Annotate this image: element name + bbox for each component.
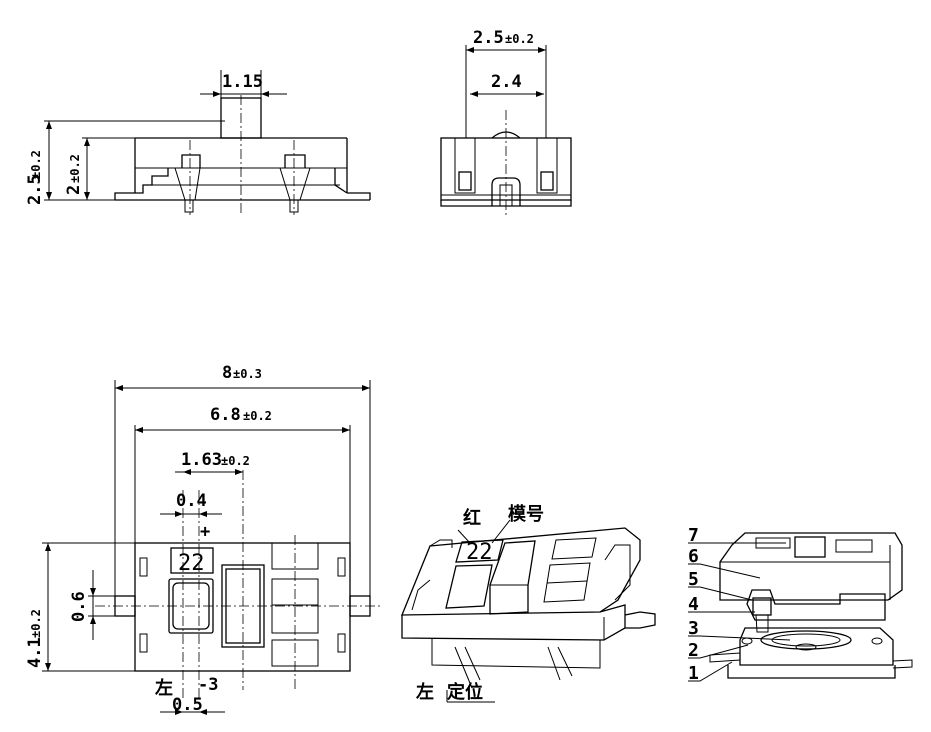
exploded-cover	[719, 532, 903, 601]
dim-side-width-inner: 2.4	[491, 72, 522, 92]
dim-side-width-outer: 2.5	[473, 28, 504, 48]
dim-top-depth: 4.1	[25, 637, 45, 668]
part-6: 6	[688, 546, 699, 567]
front-left-step	[114, 168, 169, 200]
dim-top-length-body-tol: ±0.2	[243, 409, 272, 423]
top-left-label: 左	[155, 677, 173, 699]
iso-front-face	[401, 604, 626, 641]
exploded-slider	[794, 536, 826, 558]
iso-left-label: 左	[416, 681, 434, 703]
front-view: 1.15 2.5 ±0.2 2 ±0.2	[25, 70, 371, 215]
dim-top-length-total-tol: ±0.3	[233, 367, 262, 381]
top-minus-label: -3	[198, 675, 218, 695]
dim-top-pin-width: 0.5	[172, 695, 203, 715]
dim-side-width-outer-tol: ±0.2	[505, 32, 534, 46]
dim-front-height-total-tol: ±0.2	[29, 150, 43, 179]
iso-locator-label: 定位	[447, 681, 483, 703]
top-model-mark-box	[170, 547, 214, 574]
part-2: 2	[688, 640, 699, 661]
dim-top-terminal-width: 0.6	[69, 591, 89, 622]
part-7: 7	[688, 525, 699, 546]
part-5: 5	[688, 569, 699, 590]
side-view: 2.5 ±0.2 2.4	[440, 28, 572, 215]
dim-front-height-body-tol: ±0.2	[68, 154, 82, 183]
exploded-base	[739, 627, 894, 666]
dim-top-actuator-offset: 1.63	[181, 450, 222, 470]
part-1: 1	[688, 663, 699, 684]
dim-top-depth-tol: ±0.2	[29, 609, 43, 638]
top-model-mark: 22	[178, 551, 205, 576]
part-4: 4	[688, 594, 699, 615]
exploded-dome	[760, 630, 852, 650]
top-plus-sign: +	[200, 522, 210, 542]
exploded-view: 7 6 5 4 3 2 1	[688, 525, 913, 684]
iso-top-face	[401, 527, 641, 616]
dim-top-actuator-offset-tol: ±0.2	[221, 454, 250, 468]
dim-front-height-total: 2.5	[25, 174, 45, 205]
top-view: 22 8 ±0.3 6.8 ±0.2 1.63	[25, 363, 380, 715]
iso-label-model: 模号	[508, 503, 544, 525]
iso-view: 22 红 模号 左 定位	[401, 503, 656, 703]
iso-model-mark: 22	[466, 540, 493, 565]
dim-top-pin-pitch: 0.4	[176, 491, 207, 511]
dim-front-width: 1.15	[222, 72, 263, 92]
iso-slider	[489, 540, 536, 615]
dim-top-length-total: 8	[222, 363, 232, 383]
dim-top-length-body: 6.8	[210, 405, 241, 425]
part-3: 3	[688, 618, 699, 639]
dim-front-height-body: 2	[64, 185, 84, 195]
iso-label-red: 红	[463, 507, 481, 529]
